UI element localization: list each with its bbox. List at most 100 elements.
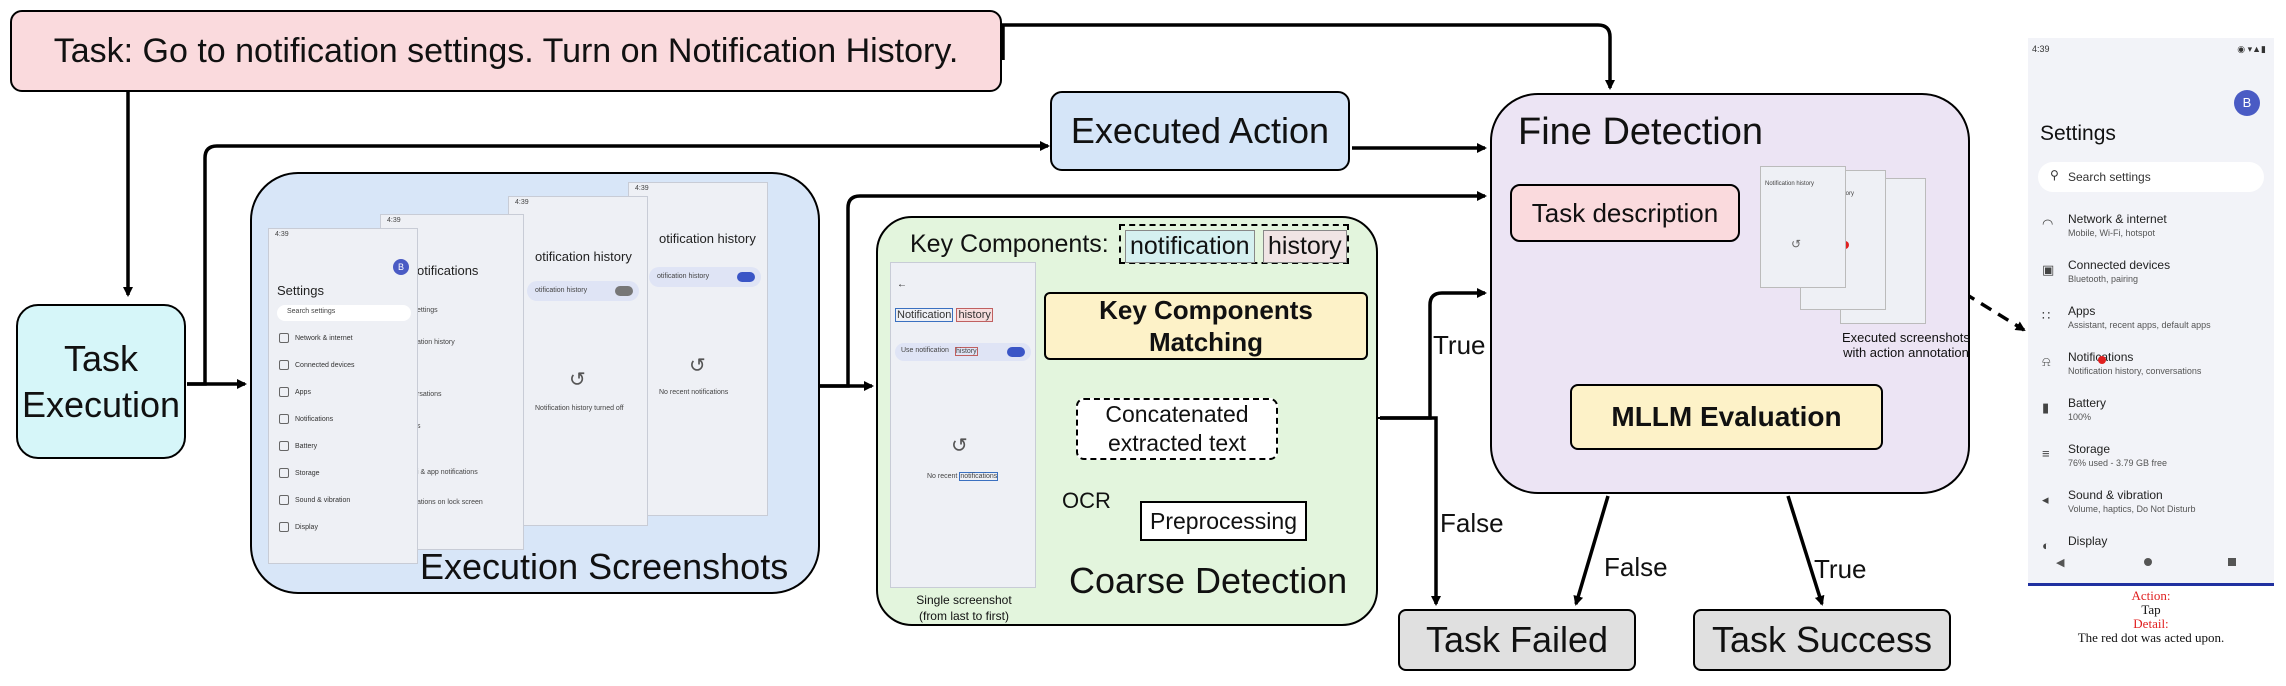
edge-label-false-fine: False [1604,552,1668,582]
single-title-word2: history [956,308,993,322]
phone2-item-4: s [417,423,421,430]
single-caption-2: (from last to first) [918,609,1009,623]
phone-settings-item[interactable]: ⍾NotificationsNotification history, conv… [2028,348,2274,394]
phone3-status: 4:39 [515,199,529,206]
thumb1-history-icon: ↺ [1791,237,1802,251]
phone1-item-icon [279,333,289,343]
nav-home-icon[interactable] [2144,558,2152,566]
phone3-history-icon: ↺ [569,369,586,391]
phone4-history-icon: ↺ [689,355,706,377]
single-no-recent: No recent notifications [927,472,999,481]
phone1-settings-item: Network & internet [279,333,415,360]
key-components-matching-box: Key Components Matching [1044,292,1368,360]
preprocessing-box: Preprocessing [1140,501,1307,541]
phone-settings-item-title: Battery [2068,396,2107,410]
action-red-dot [2098,356,2106,364]
annot-thumb-1: Notification history ↺ [1760,166,1846,288]
phone1-item-label: Display [295,523,318,531]
phone-settings-item-title: Network & internet [2068,212,2167,226]
phone-bottom-rule [2028,583,2274,586]
annot-caption-1: Executed screenshots [1842,330,1970,345]
phone1-title: Settings [277,283,324,298]
phone-settings-item-title: Connected devices [2068,258,2171,272]
arrow-fine-success [1786,495,1825,606]
wifi-icon: ◠ [2042,216,2054,231]
annot-caption: Executed screenshots with action annotat… [1842,330,1970,360]
task-success-label: Task Success [1711,619,1933,660]
task-failed-label: Task Failed [1425,619,1609,660]
concat-line2: extracted text [1107,430,1247,456]
bell-icon: ⍾ [2042,354,2051,369]
phone1-item-label: Notifications [295,415,334,423]
phone2-item-5: i & app notifications [417,469,478,476]
phone1-settings-item: Apps [279,387,415,414]
single-toggle-on [1007,347,1025,357]
single-back-icon: ← [897,279,907,290]
executed-action-box: Executed Action [1050,91,1350,171]
phone-settings-item-subtitle: Mobile, Wi-Fi, hotspot [2068,228,2156,238]
matching-line1: Key Components [1099,295,1313,325]
annotated-phone-screenshot: 4:39 ◉ ▾▲▮ B Settings ⚲ Search settings … [2028,38,2274,586]
action-detail-value: The red dot was acted upon. [2077,630,2225,645]
arrow-coarse-false [1380,416,1441,606]
phone1-item-label: Battery [295,442,318,450]
mllm-evaluation-box: MLLM Evaluation [1570,384,1883,450]
preprocessing-label: Preprocessing [1149,507,1298,534]
phone1-item-icon [279,495,289,505]
fine-detection-label: Fine Detection [1518,111,1764,153]
phone1-settings-item: Display [279,522,415,549]
nav-recents-icon[interactable] [2228,558,2236,566]
task-execution-line2: Execution [21,383,181,425]
edge-label-true-coarse: True [1433,330,1486,360]
phone-settings-item-subtitle: Assistant, recent apps, default apps [2068,320,2211,330]
phone1-settings-item: Battery [279,441,415,468]
phone-status-icons: ◉ ▾▲▮ [2237,44,2266,54]
arrow-fine-failed [1573,495,1610,606]
phone3-turned-off: Notification history turned off [535,405,624,412]
single-title-word1: Notification [895,308,954,322]
phone-status-time: 4:39 [2032,44,2050,54]
phone-settings-item[interactable]: ◐Display [2028,532,2274,578]
coarse-detection-label: Coarse Detection [1069,560,1348,601]
phone1-avatar: B [393,259,409,275]
single-toggle-row: Use notification history [895,343,1031,361]
key-components-label: Key Components: [910,230,1109,258]
arrow-exec-to-action [187,141,1050,386]
phone4-status: 4:39 [635,185,649,192]
arrow-screens-to-fine [820,191,1487,388]
single-caption-1: Single screenshot [916,593,1012,607]
phone4-toggle-on [737,272,755,282]
single-no-recent-a: No recent [927,473,958,480]
phone-avatar[interactable]: B [2234,90,2260,116]
phone-settings-item-title: Sound & vibration [2068,488,2163,502]
action-note-label: Action: [2131,588,2171,603]
task-success-box: Task Success [1693,609,1951,671]
phone3-toggle-label: otification history [535,287,588,294]
action-note: Action: Tap Detail: The red dot was acte… [2028,589,2274,645]
phone4-toggle-row: otification history [649,267,761,287]
phone1-item-icon [279,468,289,478]
single-use-label: Use notification [901,347,949,354]
nav-back-icon[interactable]: ◀ [2056,557,2065,569]
phone-search-bar[interactable]: ⚲ Search settings [2038,162,2264,192]
battery-icon: ▮ [2042,400,2050,415]
phone1-item-label: Network & internet [295,334,353,342]
phone2-item-6: ations on lock screen [417,499,483,506]
phone1-item-icon [279,522,289,532]
arrow-coarse-true [1380,288,1487,420]
phone1-item-label: Connected devices [295,361,355,369]
kc-word-history: history [1263,230,1347,263]
matching-line2: Matching [1148,327,1264,357]
phone-search-placeholder: Search settings [2068,170,2151,184]
phone2-title: otifications [417,263,479,278]
action-note-value: Tap [2141,602,2161,617]
phone1-settings-item: Sound & vibration [279,495,415,522]
